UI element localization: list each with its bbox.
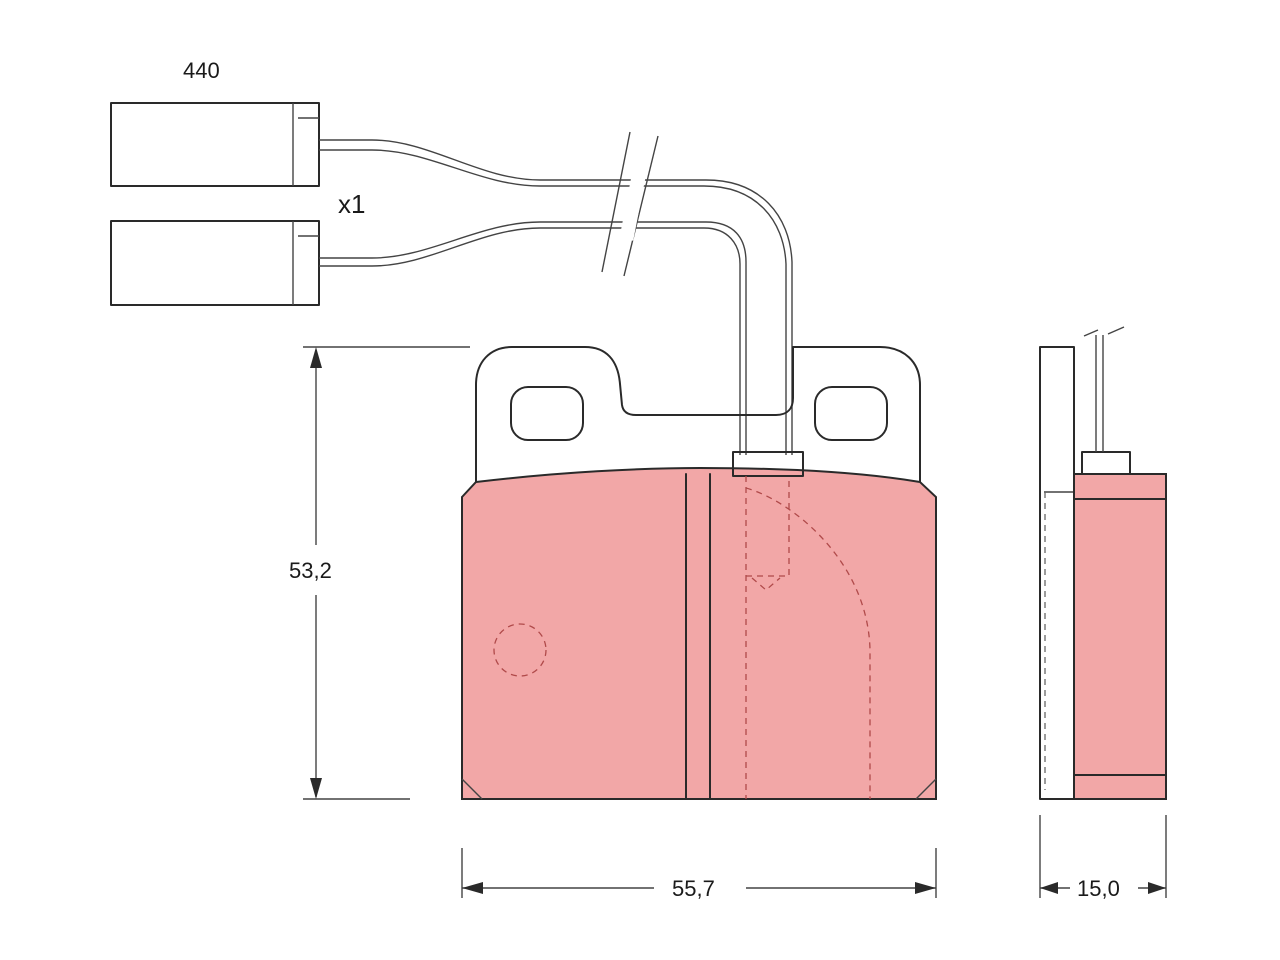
width-dimension: 55,7 — [461, 848, 937, 901]
sensor-quantity-label: x1 — [338, 189, 365, 219]
sensor-wires — [319, 131, 793, 455]
mounting-hole-left — [510, 386, 584, 441]
friction-pad-front — [461, 451, 937, 800]
height-dimension-label: 53,2 — [289, 558, 332, 583]
sensor-length-label: 440 — [183, 58, 220, 83]
width-dimension-label: 55,7 — [672, 876, 715, 901]
sensor-clip — [732, 451, 804, 477]
thickness-dimension: 15,0 — [1039, 815, 1167, 901]
side-friction-material — [1073, 473, 1167, 800]
sensor-connector-bottom — [110, 220, 320, 306]
backing-plate-front — [475, 346, 921, 483]
friction-material — [461, 466, 937, 800]
height-dimension: 53,2 — [289, 346, 470, 800]
sensor-connector-top — [110, 102, 320, 187]
wear-sensor-connectors — [110, 102, 320, 306]
mounting-hole-right — [814, 386, 888, 441]
thickness-dimension-label: 15,0 — [1077, 876, 1120, 901]
side-sensor-clip — [1081, 451, 1131, 475]
brake-pad-side-view — [1039, 326, 1167, 800]
